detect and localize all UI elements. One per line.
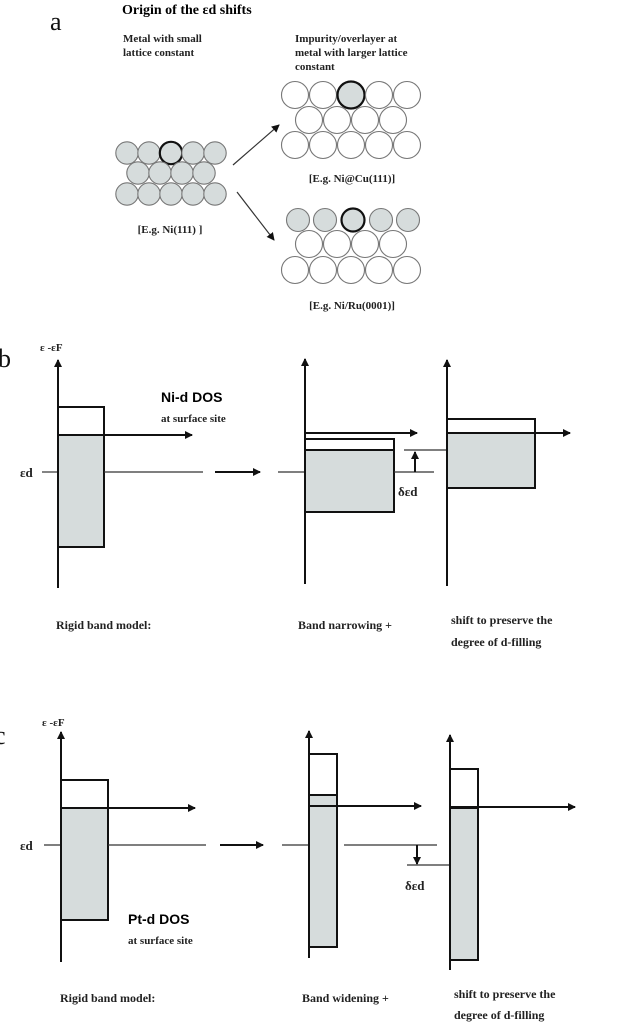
atom — [115, 182, 139, 206]
atom — [159, 182, 183, 206]
example-bottom: [E.g. Ni/Ru(0001)] — [309, 300, 395, 312]
panel-b-letter: b — [0, 344, 11, 373]
caption-rigid: Rigid band model: — [60, 991, 155, 1005]
right-caption-line3: constant — [295, 61, 335, 73]
host-atom — [322, 105, 352, 135]
empty-states — [446, 418, 536, 434]
host-atom — [350, 229, 380, 259]
filled-states — [304, 449, 395, 513]
left-caption-line1: Metal with small — [123, 33, 202, 45]
atom — [126, 161, 150, 185]
example-left: [E.g. Ni(111) ] — [138, 224, 203, 236]
atom — [137, 182, 161, 206]
axis-label-c: ε -εF — [42, 717, 65, 729]
atom — [192, 161, 216, 185]
shift-label: δεd — [398, 484, 418, 499]
surface-atom — [340, 207, 366, 233]
host-atom — [280, 255, 310, 285]
host-atom — [308, 80, 338, 110]
host-atom — [336, 255, 366, 285]
atom — [203, 141, 227, 165]
panel-c-letter: c — [0, 721, 6, 750]
atom — [148, 161, 172, 185]
host-atom — [364, 255, 394, 285]
right-caption-line2: metal with larger lattice — [295, 47, 408, 59]
caption-shift-line2: degree of d-filling — [451, 635, 541, 649]
left-caption-line2: lattice constant — [123, 47, 195, 59]
host-atom — [378, 105, 408, 135]
filled-states — [446, 432, 536, 489]
caption-shift-line2: degree of d-filling — [454, 1008, 544, 1022]
host-atom — [392, 80, 422, 110]
panel-c: c ε -εF εd Pt-d DOS at surface site δεd … — [0, 717, 576, 1022]
ed-label-c: εd — [20, 838, 34, 853]
atom — [181, 141, 205, 165]
dos-title: Ni-d DOS — [161, 389, 222, 405]
dos-title: Pt-d DOS — [128, 911, 189, 927]
overlayer-atom — [285, 207, 311, 233]
example-top: [E.g. Ni@Cu(111)] — [309, 173, 395, 185]
caption-widening: Band widening + — [302, 991, 389, 1005]
panel-a-letter: a — [50, 7, 62, 36]
shift-label: δεd — [405, 878, 425, 893]
atom — [181, 182, 205, 206]
atom — [137, 141, 161, 165]
arrow-up-right — [232, 124, 280, 166]
host-atom — [350, 105, 380, 135]
panel-a-title: Origin of the εd shifts — [122, 3, 252, 18]
caption-shift-line1: shift to preserve the — [451, 613, 553, 627]
overlayer-atom — [312, 207, 338, 233]
host-atom — [364, 130, 394, 160]
atom — [203, 182, 227, 206]
atom — [115, 141, 139, 165]
host-atom — [308, 255, 338, 285]
dos-subtitle: at surface site — [161, 413, 226, 425]
host-atom — [308, 130, 338, 160]
filled-states — [60, 807, 109, 921]
surface-atom — [158, 140, 184, 166]
empty-states — [449, 768, 479, 809]
host-atom — [364, 80, 394, 110]
host-atom — [280, 130, 310, 160]
host-atom — [280, 80, 310, 110]
host-atom — [392, 255, 422, 285]
empty-states — [308, 753, 338, 796]
host-atom — [336, 130, 366, 160]
host-atom — [378, 229, 408, 259]
overlayer-atom — [368, 207, 394, 233]
impurity-atom — [336, 80, 366, 110]
right-caption-line1: Impurity/overlayer at — [295, 33, 397, 45]
host-atom — [392, 130, 422, 160]
lattices — [115, 80, 422, 285]
host-atom — [322, 229, 352, 259]
ed-label-b: εd — [20, 465, 34, 480]
host-atom — [294, 229, 324, 259]
host-atom — [294, 105, 324, 135]
caption-shift-line1: shift to preserve the — [454, 987, 556, 1001]
filled-states — [449, 807, 479, 961]
panel-b: b ε -εF εd Ni-d DOS at surface site δεd … — [0, 342, 571, 649]
caption-narrowing: Band narrowing + — [298, 618, 392, 632]
empty-states — [60, 779, 109, 809]
filled-states — [57, 434, 105, 548]
arrow-down-right — [236, 191, 275, 241]
dos-subtitle: at surface site — [128, 935, 193, 947]
empty-states — [304, 438, 395, 451]
atom — [170, 161, 194, 185]
caption-rigid: Rigid band model: — [56, 618, 151, 632]
panel-a: a Origin of the εd shifts Metal with sma… — [50, 3, 422, 312]
axis-label-b: ε -εF — [40, 342, 63, 354]
filled-states — [308, 794, 338, 948]
overlayer-atom — [395, 207, 421, 233]
empty-states — [57, 406, 105, 436]
